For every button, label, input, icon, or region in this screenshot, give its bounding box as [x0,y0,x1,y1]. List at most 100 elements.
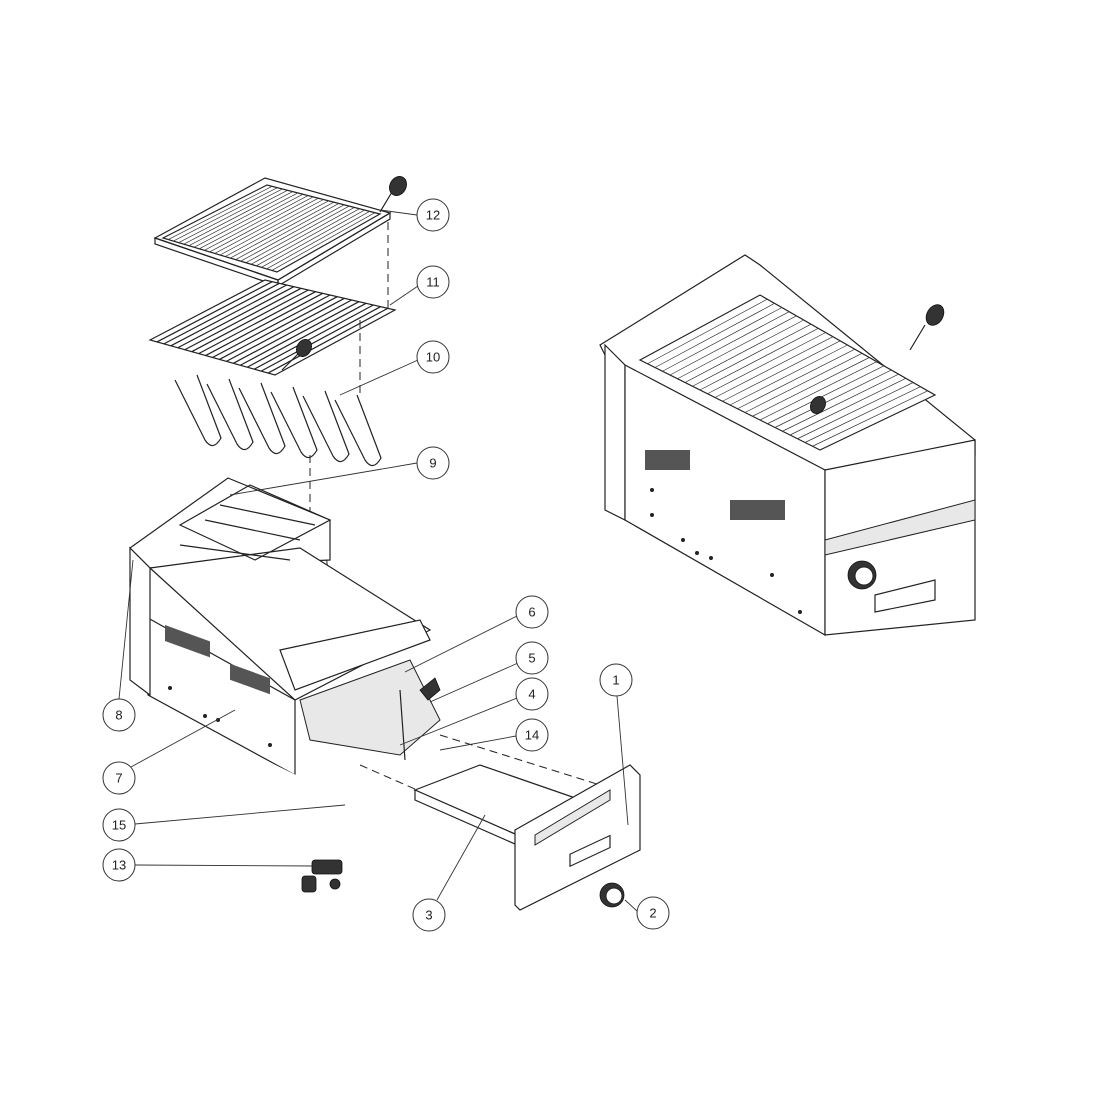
svg-text:15: 15 [112,818,126,833]
grid-rib [205,292,324,357]
grid-rib [239,301,360,366]
grid-rib [170,284,287,347]
grid-rib [214,197,319,254]
grid-rib [184,287,302,351]
grid-rib [714,336,834,398]
grid-rib [729,344,848,406]
heating-element-loop [238,382,286,455]
grid-rib [722,340,841,402]
grid-rib [266,211,370,270]
grid-rib [226,297,345,362]
part-body [129,477,441,777]
grid-rib [250,207,355,265]
grid-rib [225,200,329,257]
grid-rib [271,212,376,271]
callout-3: 3 [412,898,446,932]
svg-text:5: 5 [528,651,535,666]
grid-rib [267,307,389,374]
grid-rib [253,304,374,370]
part-gas-pipe [244,750,396,872]
heating-element-loop [206,378,254,451]
part-heating-elements [174,374,382,467]
grid-rib [759,361,877,421]
heating-element-loop [174,374,222,447]
grid-rib [230,201,334,259]
grid-rib [219,296,338,360]
svg-text:12: 12 [426,208,440,223]
grid-rib [178,188,283,243]
grid-rib [684,319,804,383]
svg-text:10: 10 [426,350,440,365]
grid-rib [256,208,360,267]
grid-rib [245,205,350,264]
grid-rib [699,328,819,391]
grid-rib [669,311,790,376]
grid-rib [647,298,768,365]
grid-rib [789,378,906,436]
grid-rib [156,281,273,343]
part-control-knob [599,882,625,908]
grid-rib [209,196,314,253]
callout-2: 2 [636,896,670,930]
svg-text:6: 6 [528,605,535,620]
grid-rib [692,323,812,387]
grid-rib [797,382,914,440]
grid-rib [219,199,324,256]
grid-rib [804,386,921,443]
heating-element-loop [334,394,382,467]
grid-rib [774,369,892,428]
part-grate [148,279,397,376]
grid-rib [188,191,293,247]
callout-9: 9 [416,446,450,480]
grid-rib [173,187,278,242]
callout-7: 7 [102,761,136,795]
callout-13: 13 [102,848,136,882]
svg-text:2: 2 [649,906,656,921]
grid-rib [737,348,855,410]
heating-element-loop [302,390,350,463]
grid-rib [782,373,899,432]
grid-rib [752,357,870,417]
grid-rib [233,299,352,364]
grid-rib [260,306,381,372]
callout-5: 5 [515,641,549,675]
grid-rib [240,204,345,262]
grid-rib [235,203,340,260]
grid-rib [261,209,365,268]
svg-text:14: 14 [525,728,539,743]
callout-1: 1 [599,663,633,697]
svg-text:4: 4 [528,687,535,702]
grid-rib [177,286,295,349]
grid-rib [168,186,273,240]
grid-rib [767,365,885,425]
callout-8: 8 [102,698,136,732]
grid-rib [183,189,288,245]
svg-text:8: 8 [115,708,122,723]
grid-rib [199,193,304,250]
part-front-panel [514,764,641,911]
part-gas-valve [301,859,343,893]
callout-4: 4 [515,677,549,711]
grid-rib [812,390,928,447]
callout-11: 11 [416,265,450,299]
callout-15: 15 [102,808,136,842]
svg-text:9: 9 [429,456,436,471]
heating-element-loop [270,386,318,459]
callout-12: 12 [416,198,450,232]
grid-rib [744,353,863,413]
grid-rib [246,302,367,368]
svg-text:3: 3 [425,908,432,923]
grid-rib [677,315,797,380]
part-cooking-grid [153,176,407,288]
callout-14: 14 [515,718,549,752]
leader-lines [118,209,638,912]
callout-6: 6 [515,595,549,629]
grid-rib [193,192,298,248]
grid-rib [654,303,775,368]
svg-text:13: 13 [112,858,126,873]
svg-text:1: 1 [612,673,619,688]
grid-rib [212,294,331,359]
svg-text:11: 11 [426,275,440,290]
grid-rib [163,282,280,345]
